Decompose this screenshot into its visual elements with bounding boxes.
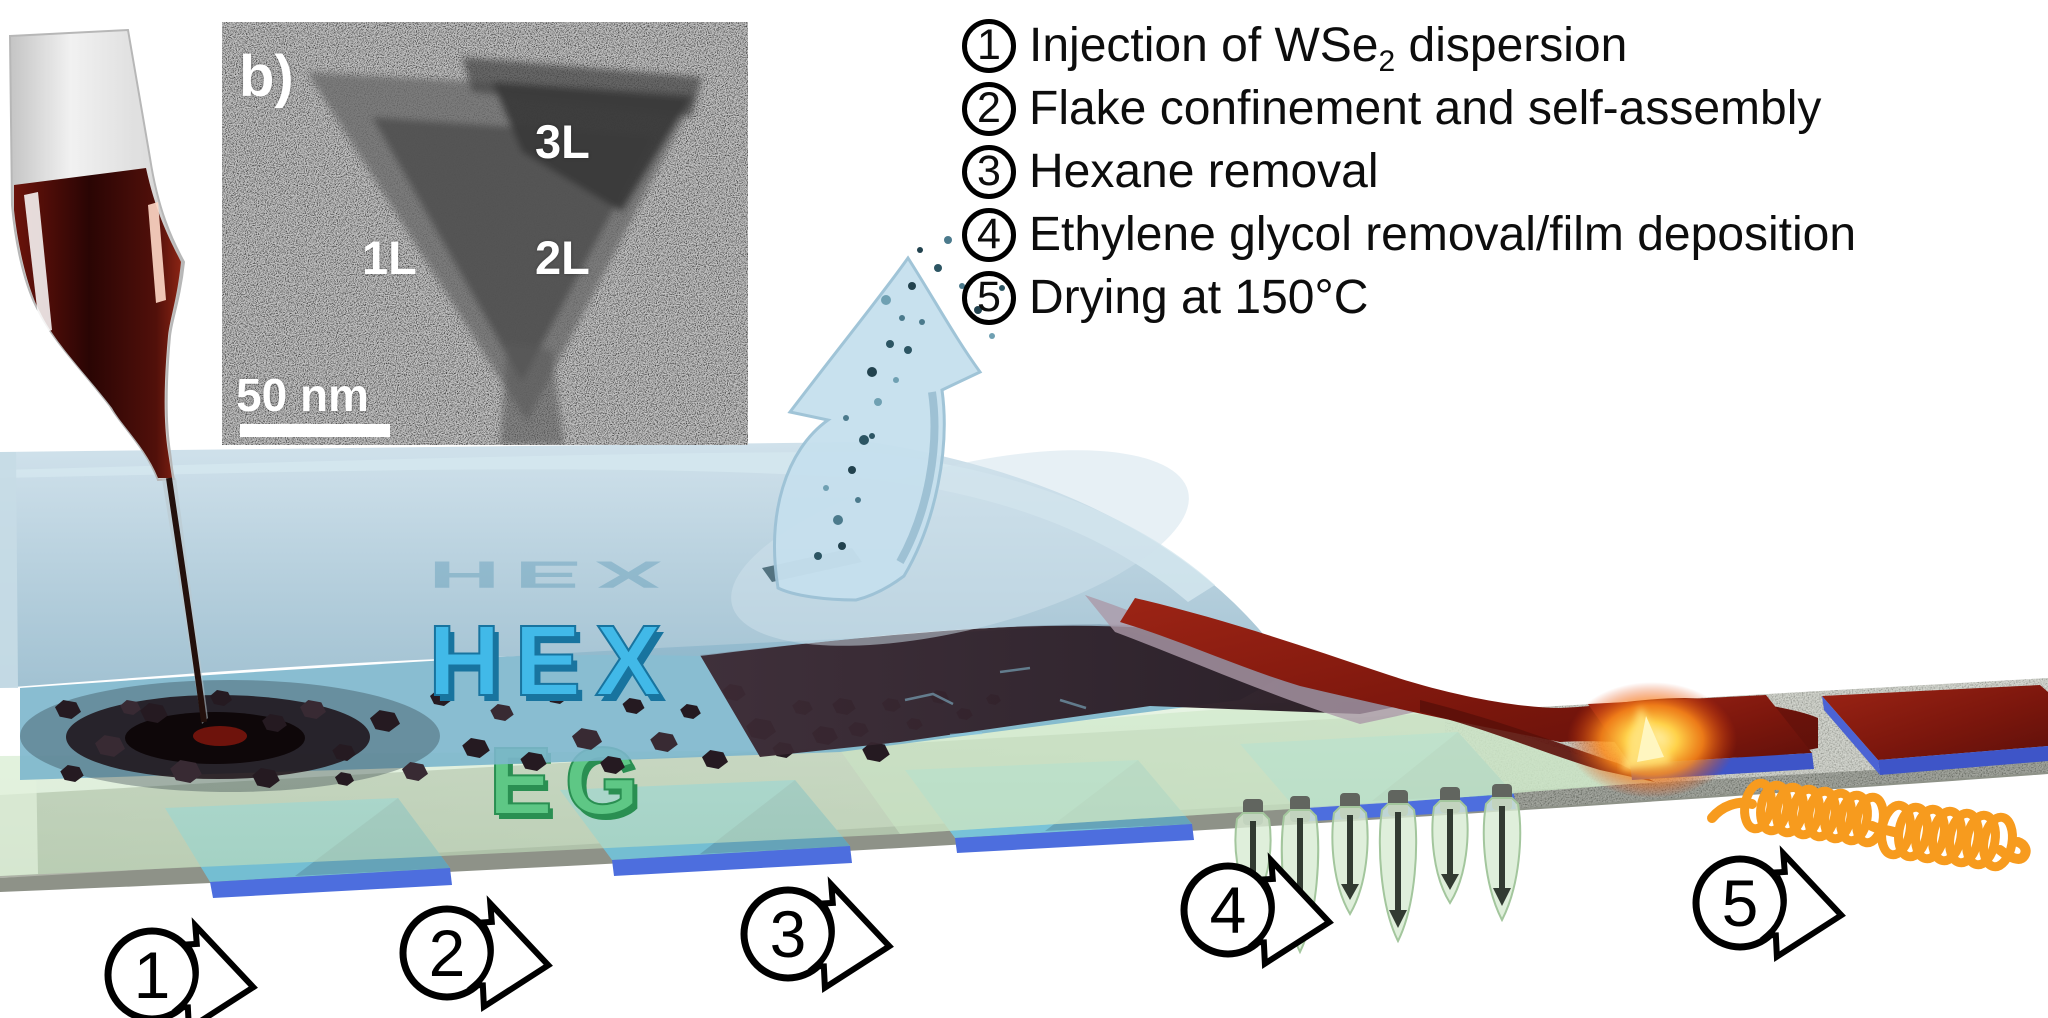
evaporating-particles (814, 236, 1005, 560)
legend-step-number: 4 (962, 207, 1016, 262)
legend-step-2: 2 Flake confinement and self-assembly (962, 77, 1856, 140)
legend-step-text: Flake confinement and self-assembly (1029, 82, 1822, 135)
step-arrow-2: 2 (399, 895, 553, 1012)
scale-bar-label: 50 nm (236, 369, 369, 421)
substrate-chip-6-dried (1822, 685, 2048, 775)
step-arrow-4: 4 (1180, 852, 1334, 969)
legend-step-text: Drying at 150°C (1029, 271, 1369, 324)
legend-step-text: Hexane removal (1029, 145, 1379, 198)
step-arrows: 1 2 3 4 5 (104, 845, 1846, 1018)
svg-text:HEX: HEX (428, 605, 676, 717)
step-arrow-5: 5 (1692, 845, 1846, 962)
legend-step-text: Ethylene glycol removal/film deposition (1029, 208, 1857, 261)
step-arrow-3: 3 (740, 876, 894, 993)
hex-label: HEX HEX HEX (427, 553, 681, 723)
legend-step-number: 1 (962, 18, 1016, 73)
legend-step-5: 5 Drying at 150°C (962, 266, 1856, 329)
step-number: 1 (134, 938, 171, 1012)
substrate-chip-5-heated (1567, 682, 1814, 798)
wse2-dispersion (14, 168, 181, 478)
legend-step-number: 2 (962, 81, 1016, 136)
step-number: 5 (1722, 866, 1759, 940)
legend-step-1: 1 Injection of WSe2 dispersion (962, 14, 1856, 78)
injection-pipette (8, 28, 208, 724)
legend-step-number: 5 (962, 270, 1016, 325)
tem-inset-panel: b) 3L 1L 2L 50 nm (222, 22, 748, 445)
step-arrow-1: 1 (104, 917, 258, 1018)
layer-label-1L: 1L (362, 231, 417, 284)
legend-step-3: 3 Hexane removal (962, 140, 1856, 203)
process-legend: 1 Injection of WSe2 dispersion 2 Flake c… (962, 14, 1856, 329)
dropper (1378, 790, 1418, 944)
svg-text:HEX: HEX (428, 553, 676, 595)
svg-text:HEX: HEX (433, 611, 681, 723)
legend-step-text: Injection of WSe2 dispersion (1029, 19, 1628, 78)
coil-left (1740, 778, 1888, 848)
tem-micrograph (222, 22, 748, 445)
dropper (1331, 793, 1369, 916)
step-number: 3 (770, 897, 807, 971)
legend-step-4: 4 Ethylene glycol removal/film depositio… (962, 203, 1856, 266)
dropper (1482, 784, 1522, 923)
step-number: 2 (429, 916, 466, 990)
coil-right (1877, 800, 2017, 872)
wse2-flake-triangle (307, 57, 702, 445)
step-number: 4 (1210, 873, 1247, 947)
layer-label-3L: 3L (535, 115, 590, 168)
evaporation-arrow (762, 236, 1005, 602)
heating-coil (1707, 778, 2031, 872)
layer-label-2L: 2L (535, 231, 590, 284)
scale-bar (240, 424, 390, 437)
dropper (1431, 787, 1469, 905)
ethylene-glycol-layer (0, 700, 1655, 876)
legend-step-number: 3 (962, 144, 1016, 199)
inset-panel-label: b) (239, 44, 294, 109)
